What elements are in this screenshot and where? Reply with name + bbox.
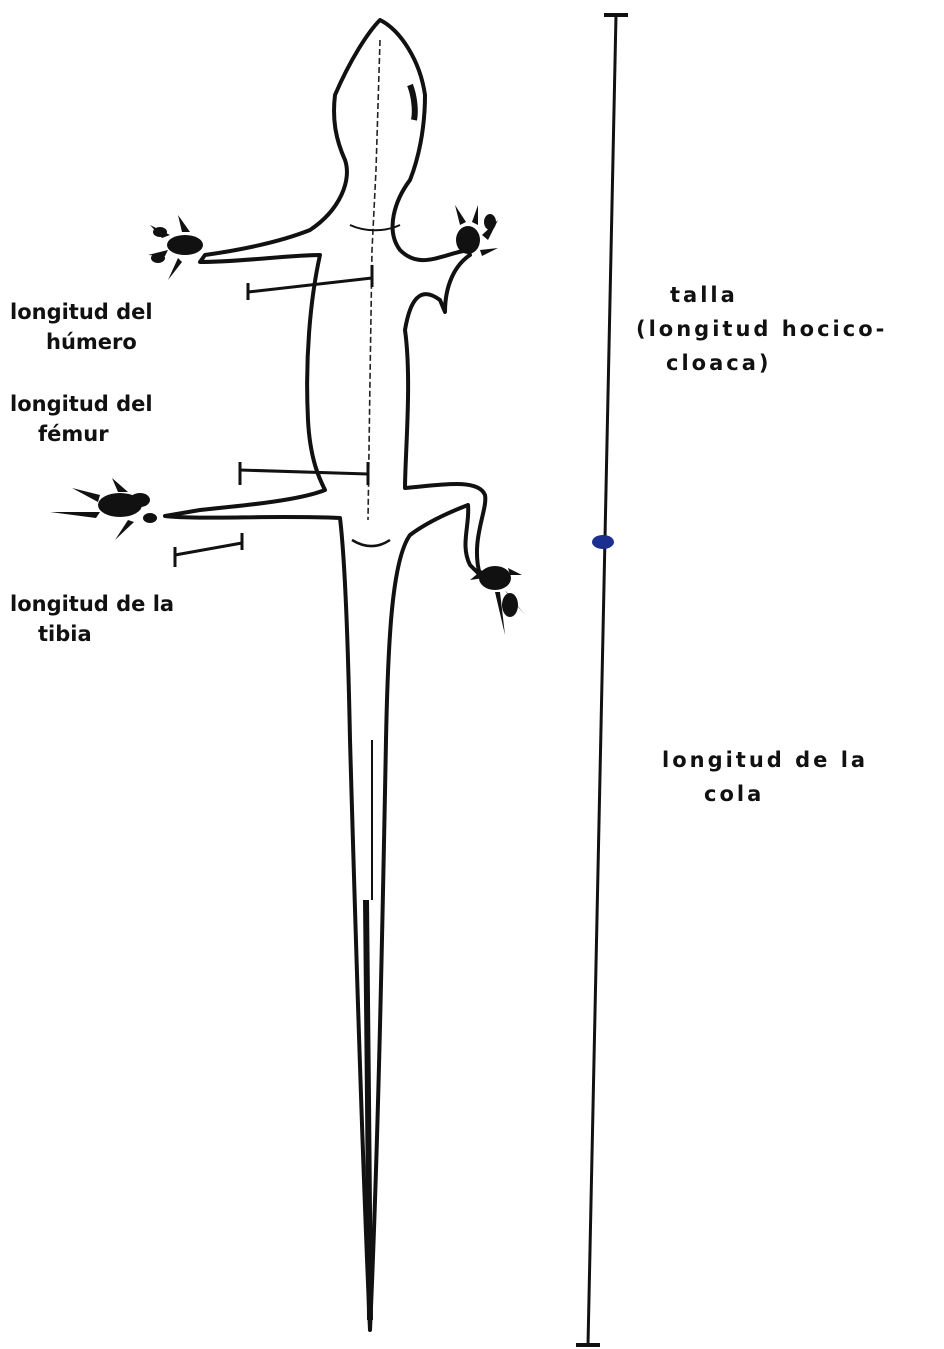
left-hind-foot <box>50 478 157 540</box>
lizard-body-outline <box>165 20 485 1330</box>
left-front-foot <box>148 215 203 280</box>
cola-label: longitud de la cola <box>662 743 868 811</box>
femur-label: longitud del fémur <box>10 389 153 449</box>
humerus-label-line1: longitud del <box>10 297 153 327</box>
right-front-foot <box>455 205 498 256</box>
femur-label-line1: longitud del <box>10 389 153 419</box>
tibia-label: longitud de la tibia <box>10 589 174 649</box>
cola-label-line2: cola <box>662 777 868 811</box>
humerus-label: longitud del húmero <box>10 297 153 357</box>
femur-label-line2: fémur <box>10 419 153 449</box>
tibia-measure-line <box>175 533 242 567</box>
tibia-label-line1: longitud de la <box>10 589 174 619</box>
humerus-label-line2: húmero <box>10 327 153 357</box>
cloaca-marker-dot <box>592 535 614 549</box>
talla-label-line3: cloaca) <box>636 346 887 380</box>
total-length-line <box>576 15 628 1345</box>
talla-label-line2: (longitud hocico- <box>636 312 887 346</box>
cola-label-line1: longitud de la <box>662 743 868 777</box>
talla-label: talla (longitud hocico- cloaca) <box>636 278 887 380</box>
tibia-label-line2: tibia <box>10 619 174 649</box>
talla-label-line1: talla <box>636 278 887 312</box>
tail-core <box>366 900 370 1320</box>
right-hind-foot <box>470 566 525 635</box>
